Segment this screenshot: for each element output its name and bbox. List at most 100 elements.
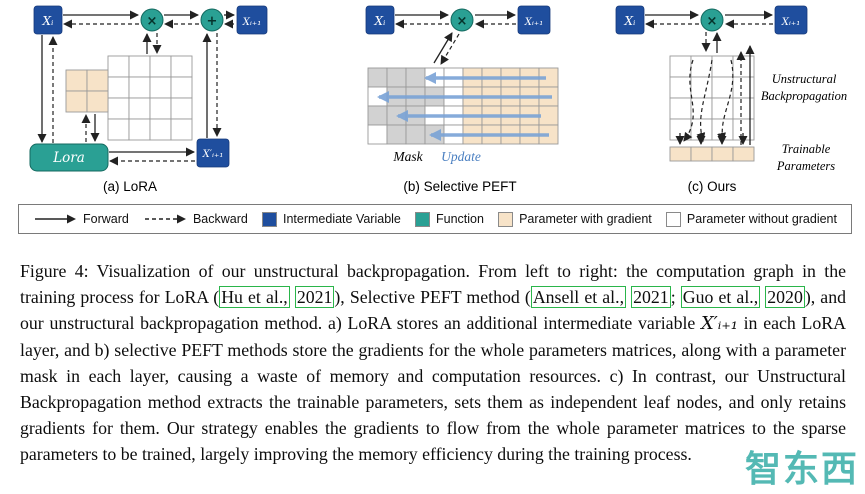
grid-cell	[128, 97, 151, 120]
grid-cell	[711, 55, 734, 78]
legend-label: Forward	[83, 212, 129, 226]
grid-cell	[149, 76, 172, 99]
grid-cell	[405, 124, 426, 145]
add-function-node	[200, 8, 224, 32]
legend-item: Parameter with gradient	[498, 211, 652, 227]
grid-cell	[538, 105, 559, 126]
panel-ours: Xᵢ × Xᵢ₊₁ Unstructural Backpropagation T…	[615, 5, 847, 194]
trainable-annotation-line1: Trainable	[782, 142, 831, 156]
forward-arrow-icon	[33, 213, 77, 225]
node-x-i	[615, 5, 645, 35]
panel-b-label: (b) Selective PEFT	[403, 179, 516, 194]
legend-label: Parameter with gradient	[519, 212, 652, 226]
panel-a-label: (a) LoRA	[103, 179, 157, 194]
caption-text: ), Selective PEFT method (	[334, 287, 531, 307]
grid-cell	[107, 55, 130, 78]
grid-cell	[170, 118, 193, 141]
grid-cell	[367, 124, 388, 145]
backward-arrow	[440, 33, 460, 65]
grid-cell	[669, 76, 692, 99]
legend-label: Function	[436, 212, 484, 226]
multiply-function-node	[450, 8, 474, 32]
grid-cell	[386, 124, 407, 145]
grid-cell	[690, 55, 713, 78]
citation-link[interactable]: 2020	[765, 286, 805, 308]
grid-cell	[128, 55, 151, 78]
unstructural-annotation-line2: Backpropagation	[761, 89, 847, 103]
citation-link[interactable]: 2021	[294, 286, 335, 308]
unstructural-annotation-line1: Unstructural	[772, 72, 837, 86]
lora-matrix-grid	[65, 69, 109, 113]
panel-selective-peft: Xᵢ × Xᵢ₊₁ Mask Update (b) Selective PEFT	[365, 5, 559, 194]
node-x-i1	[774, 5, 808, 35]
grid-cell	[732, 76, 755, 99]
node-x-i1-label: Xᵢ₊₁	[524, 17, 543, 28]
figure-caption: Figure 4: Visualization of our unstructu…	[20, 258, 846, 467]
grid-cell	[711, 146, 734, 162]
node-x-i1	[236, 5, 268, 35]
node-x-i	[365, 5, 395, 35]
watermark: 智东西	[744, 449, 859, 490]
grid-cell	[107, 76, 130, 99]
grid-cell	[732, 97, 755, 120]
grid-cell	[367, 105, 388, 126]
computation-graph-svg: Xᵢ × + Xᵢ₊₁ Lora X′ᵢ₊₁ (a) LoRA	[29, 5, 847, 194]
grid-cell	[170, 97, 193, 120]
trainable-annotation-line2: Parameters	[776, 159, 835, 173]
grid-cell	[367, 67, 388, 88]
legend: Forward Backward Intermediate Variable Func…	[18, 204, 852, 234]
multiply-function-node	[700, 8, 724, 32]
grid-cell	[149, 118, 172, 141]
legend-item: Intermediate Variable	[261, 211, 401, 227]
grid-cell	[107, 97, 130, 120]
unstructural-backprop-arrow	[717, 59, 734, 142]
node-x-i-label: Xᵢ	[374, 14, 387, 28]
caption-text: ;	[670, 287, 681, 307]
plus-icon: +	[207, 14, 218, 29]
teal-square-icon	[415, 211, 430, 227]
multiply-function-node	[140, 8, 164, 32]
weight-matrix-grid	[107, 55, 193, 141]
node-x-i1	[517, 5, 551, 35]
grid-cell	[86, 69, 109, 92]
grid-cell	[170, 76, 193, 99]
legend-label: Intermediate Variable	[282, 212, 401, 226]
backward-arrow-icon	[143, 213, 187, 225]
citation-link[interactable]: 2021	[631, 286, 671, 308]
legend-item: Backward	[143, 212, 248, 226]
unstructural-backprop-arrow	[696, 59, 713, 142]
figure-diagrams: Xᵢ × + Xᵢ₊₁ Lora X′ᵢ₊₁ (a) LoRA	[0, 0, 865, 238]
grid-cell	[386, 67, 407, 88]
panel-lora: Xᵢ × + Xᵢ₊₁ Lora X′ᵢ₊₁ (a) LoRA	[29, 5, 268, 194]
caption-text: Figure 4: Visualization of our unstructu…	[20, 261, 846, 307]
grid-cell	[732, 146, 755, 162]
legend-label: Backward	[192, 212, 248, 226]
grid-cell	[405, 67, 426, 88]
grid-cell	[128, 76, 151, 99]
mask-label: Mask	[392, 149, 423, 164]
legend-item: Parameter without gradient	[665, 211, 837, 227]
grid-cell	[690, 76, 713, 99]
unstructural-backprop-arrow	[683, 59, 694, 142]
caption-text: ), and our unstructural backpropagation …	[20, 287, 846, 333]
grid-cell	[107, 118, 130, 141]
node-x-i-label: Xᵢ	[42, 14, 55, 28]
citation-link[interactable]: Hu et al.,	[219, 286, 290, 308]
update-label: Update	[441, 149, 481, 164]
node-x-prime-label: X′ᵢ₊₁	[202, 149, 224, 160]
lora-block	[29, 143, 109, 172]
beige-square-icon	[498, 211, 514, 227]
grid-cell	[86, 90, 109, 113]
grid-cell	[149, 55, 172, 78]
forward-arrow	[433, 32, 453, 64]
multiply-icon: ×	[707, 14, 718, 29]
multiply-icon: ×	[457, 14, 468, 29]
blue-square-icon	[261, 211, 277, 227]
grid-cell	[170, 55, 193, 78]
citation-link[interactable]: Ansell et al.,	[530, 286, 627, 308]
citation-link[interactable]: Guo et al.,	[680, 286, 761, 308]
legend-label: Parameter without gradient	[686, 212, 837, 226]
caption-text: in each LoRA layer, and b) selective PEF…	[20, 313, 846, 464]
math-inline: X′ᵢ₊₁	[701, 313, 738, 334]
white-square-icon	[665, 211, 681, 227]
